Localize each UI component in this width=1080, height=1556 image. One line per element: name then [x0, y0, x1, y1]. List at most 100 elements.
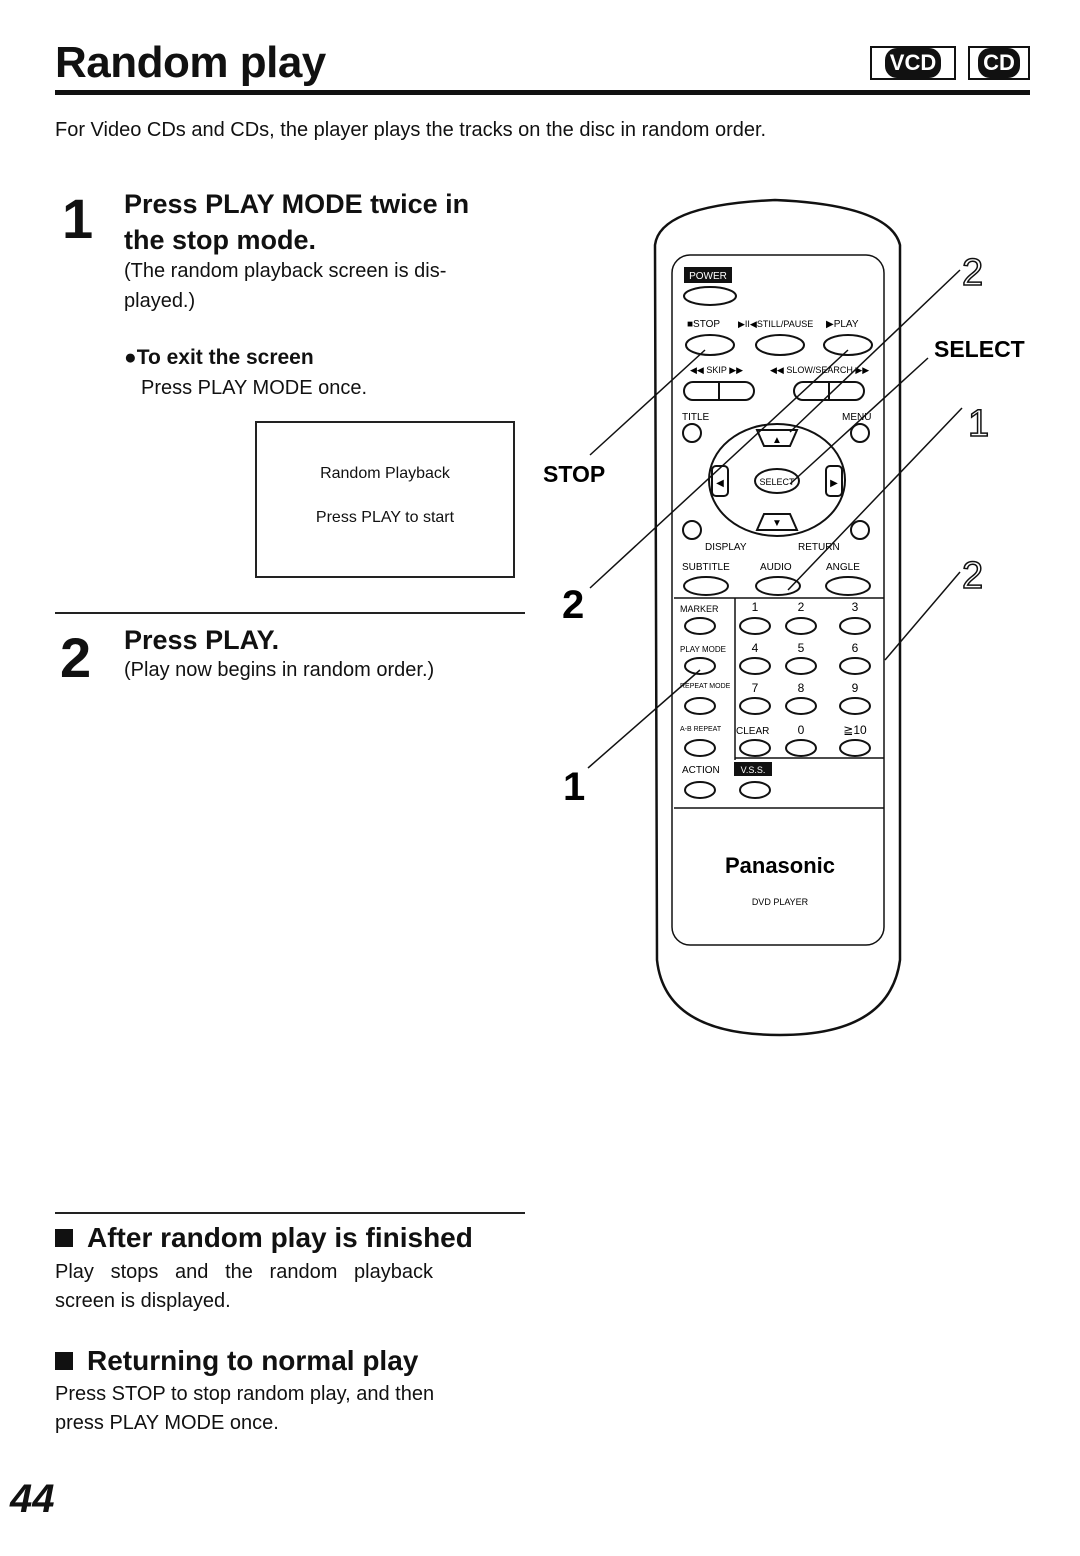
screen-line-2: Press PLAY to start: [315, 509, 455, 526]
screen-line-1: Random Playback: [320, 465, 450, 482]
remote-body: [653, 198, 902, 1037]
title-label: TITLE: [682, 412, 710, 423]
menu-label: MENU: [842, 412, 871, 423]
callout-1-right: 1: [968, 403, 989, 445]
return-button[interactable]: [850, 520, 870, 540]
remote-illustration: POWER ■STOP ▶II◀STILL/PAUSE ▶PLAY ◀◀ SKI…: [543, 198, 1025, 1037]
svg-text:▼: ▼: [772, 518, 782, 529]
svg-text:▲: ▲: [772, 435, 782, 446]
return-label: RETURN: [798, 542, 840, 553]
select-callout-line: [789, 357, 929, 485]
play-label: ▶PLAY: [826, 319, 859, 330]
brand-logo: Panasonic: [725, 853, 835, 878]
select-button-label: SELECT: [759, 477, 795, 487]
audio-label: AUDIO: [760, 562, 792, 573]
returning-heading: Returning to normal play: [55, 1345, 418, 1377]
key-4-label: 4: [752, 641, 759, 655]
key-7-button[interactable]: [739, 697, 771, 715]
model-label: DVD PLAYER: [752, 897, 809, 907]
page-title: Random play: [55, 38, 326, 87]
callout-2-right-top: 2: [962, 252, 983, 294]
callout-1-left: 1: [563, 765, 585, 809]
subtitle-button[interactable]: [683, 576, 729, 596]
vss-label-bg: [734, 762, 772, 776]
step-1-number: 1: [62, 187, 94, 250]
key-2-button[interactable]: [785, 617, 817, 635]
key-9-button[interactable]: [839, 697, 871, 715]
power-label: POWER: [689, 271, 727, 282]
step-2-number: 2: [60, 626, 92, 689]
ab-repeat-label: A-B REPEAT: [680, 726, 722, 733]
title-rule: [55, 90, 1030, 95]
step-1-note-line2: played.): [124, 290, 196, 312]
key-3-button[interactable]: [839, 617, 871, 635]
key-0-label: 0: [798, 723, 805, 737]
angle-label: ANGLE: [826, 562, 860, 573]
stop-label: ■STOP: [687, 319, 720, 330]
cd-badge: CD: [968, 46, 1030, 80]
intro-text: For Video CDs and CDs, the player plays …: [55, 119, 767, 141]
key-8-button[interactable]: [785, 697, 817, 715]
key-7-label: 7: [752, 681, 759, 695]
after-random-text-line1: Play stops and the random playback: [55, 1261, 433, 1283]
returning-text-line1: Press STOP to stop random play, and then: [55, 1383, 435, 1405]
key-6-label: 6: [852, 641, 859, 655]
step-1-heading-line2: the stop mode.: [124, 225, 317, 255]
ab-repeat-button[interactable]: [684, 739, 716, 757]
key-1-button[interactable]: [739, 617, 771, 635]
repeat-mode-label: REPEAT MODE: [680, 683, 731, 690]
key-8-label: 8: [798, 681, 805, 695]
key-5-button[interactable]: [785, 657, 817, 675]
key-0-button[interactable]: [785, 739, 817, 757]
action-button[interactable]: [684, 781, 716, 799]
after-random-heading: After random play is finished: [55, 1222, 473, 1254]
vcd-badge: VCD: [870, 46, 956, 80]
up-button[interactable]: [755, 429, 799, 447]
select-button[interactable]: [754, 468, 800, 494]
key-10-button[interactable]: [839, 739, 871, 757]
callout-2-right-bottom: 2: [962, 555, 983, 597]
playmode-button[interactable]: [684, 657, 716, 675]
play-button[interactable]: [823, 334, 873, 356]
step-2-note: (Play now begins in random order.): [124, 659, 435, 681]
search-label: ◀◀ SLOW/SEARCH ▶▶: [770, 365, 869, 375]
left-button[interactable]: [711, 465, 729, 497]
still-pause-button[interactable]: [755, 334, 805, 356]
after-random-text-line2: screen is displayed.: [55, 1290, 231, 1312]
play-callout-line-right: [789, 269, 961, 433]
marker-button[interactable]: [684, 617, 716, 635]
down-button[interactable]: [755, 513, 799, 531]
skip-label: ◀◀ SKIP ▶▶: [690, 365, 743, 375]
playmode-label: PLAY MODE: [680, 645, 726, 654]
remote-face: [671, 254, 885, 946]
random-playback-screen: Random Playback Press PLAY to start: [255, 421, 515, 578]
angle-button[interactable]: [825, 576, 871, 596]
menu-button[interactable]: [850, 423, 870, 443]
divider: [55, 1212, 525, 1214]
select-callout-label: SELECT: [934, 336, 1025, 362]
key-2-label: 2: [798, 600, 805, 614]
play-callout-line-left: [589, 349, 849, 589]
power-button[interactable]: [683, 286, 737, 306]
clear-button[interactable]: [739, 739, 771, 757]
right-button[interactable]: [825, 465, 843, 497]
audio-callout-line: [787, 407, 963, 591]
key-5-label: 5: [798, 641, 805, 655]
key-6-button[interactable]: [839, 657, 871, 675]
callout-2-left: 2: [562, 583, 584, 627]
vss-label: V.S.S.: [741, 765, 766, 775]
audio-button[interactable]: [755, 576, 801, 596]
key-3-label: 3: [852, 600, 859, 614]
repeat-mode-button[interactable]: [684, 697, 716, 715]
title-button[interactable]: [682, 423, 702, 443]
key-10-label: ≧10: [843, 723, 867, 737]
returning-text-line2: press PLAY MODE once.: [55, 1412, 279, 1434]
key-4-button[interactable]: [739, 657, 771, 675]
stop-button[interactable]: [685, 334, 735, 356]
key-1-label: 1: [752, 600, 759, 614]
stop-callout-line: [589, 349, 706, 456]
vss-button[interactable]: [739, 781, 771, 799]
exit-screen-text: Press PLAY MODE once.: [141, 377, 368, 399]
page-number: 44: [10, 1477, 55, 1521]
display-button[interactable]: [682, 520, 702, 540]
